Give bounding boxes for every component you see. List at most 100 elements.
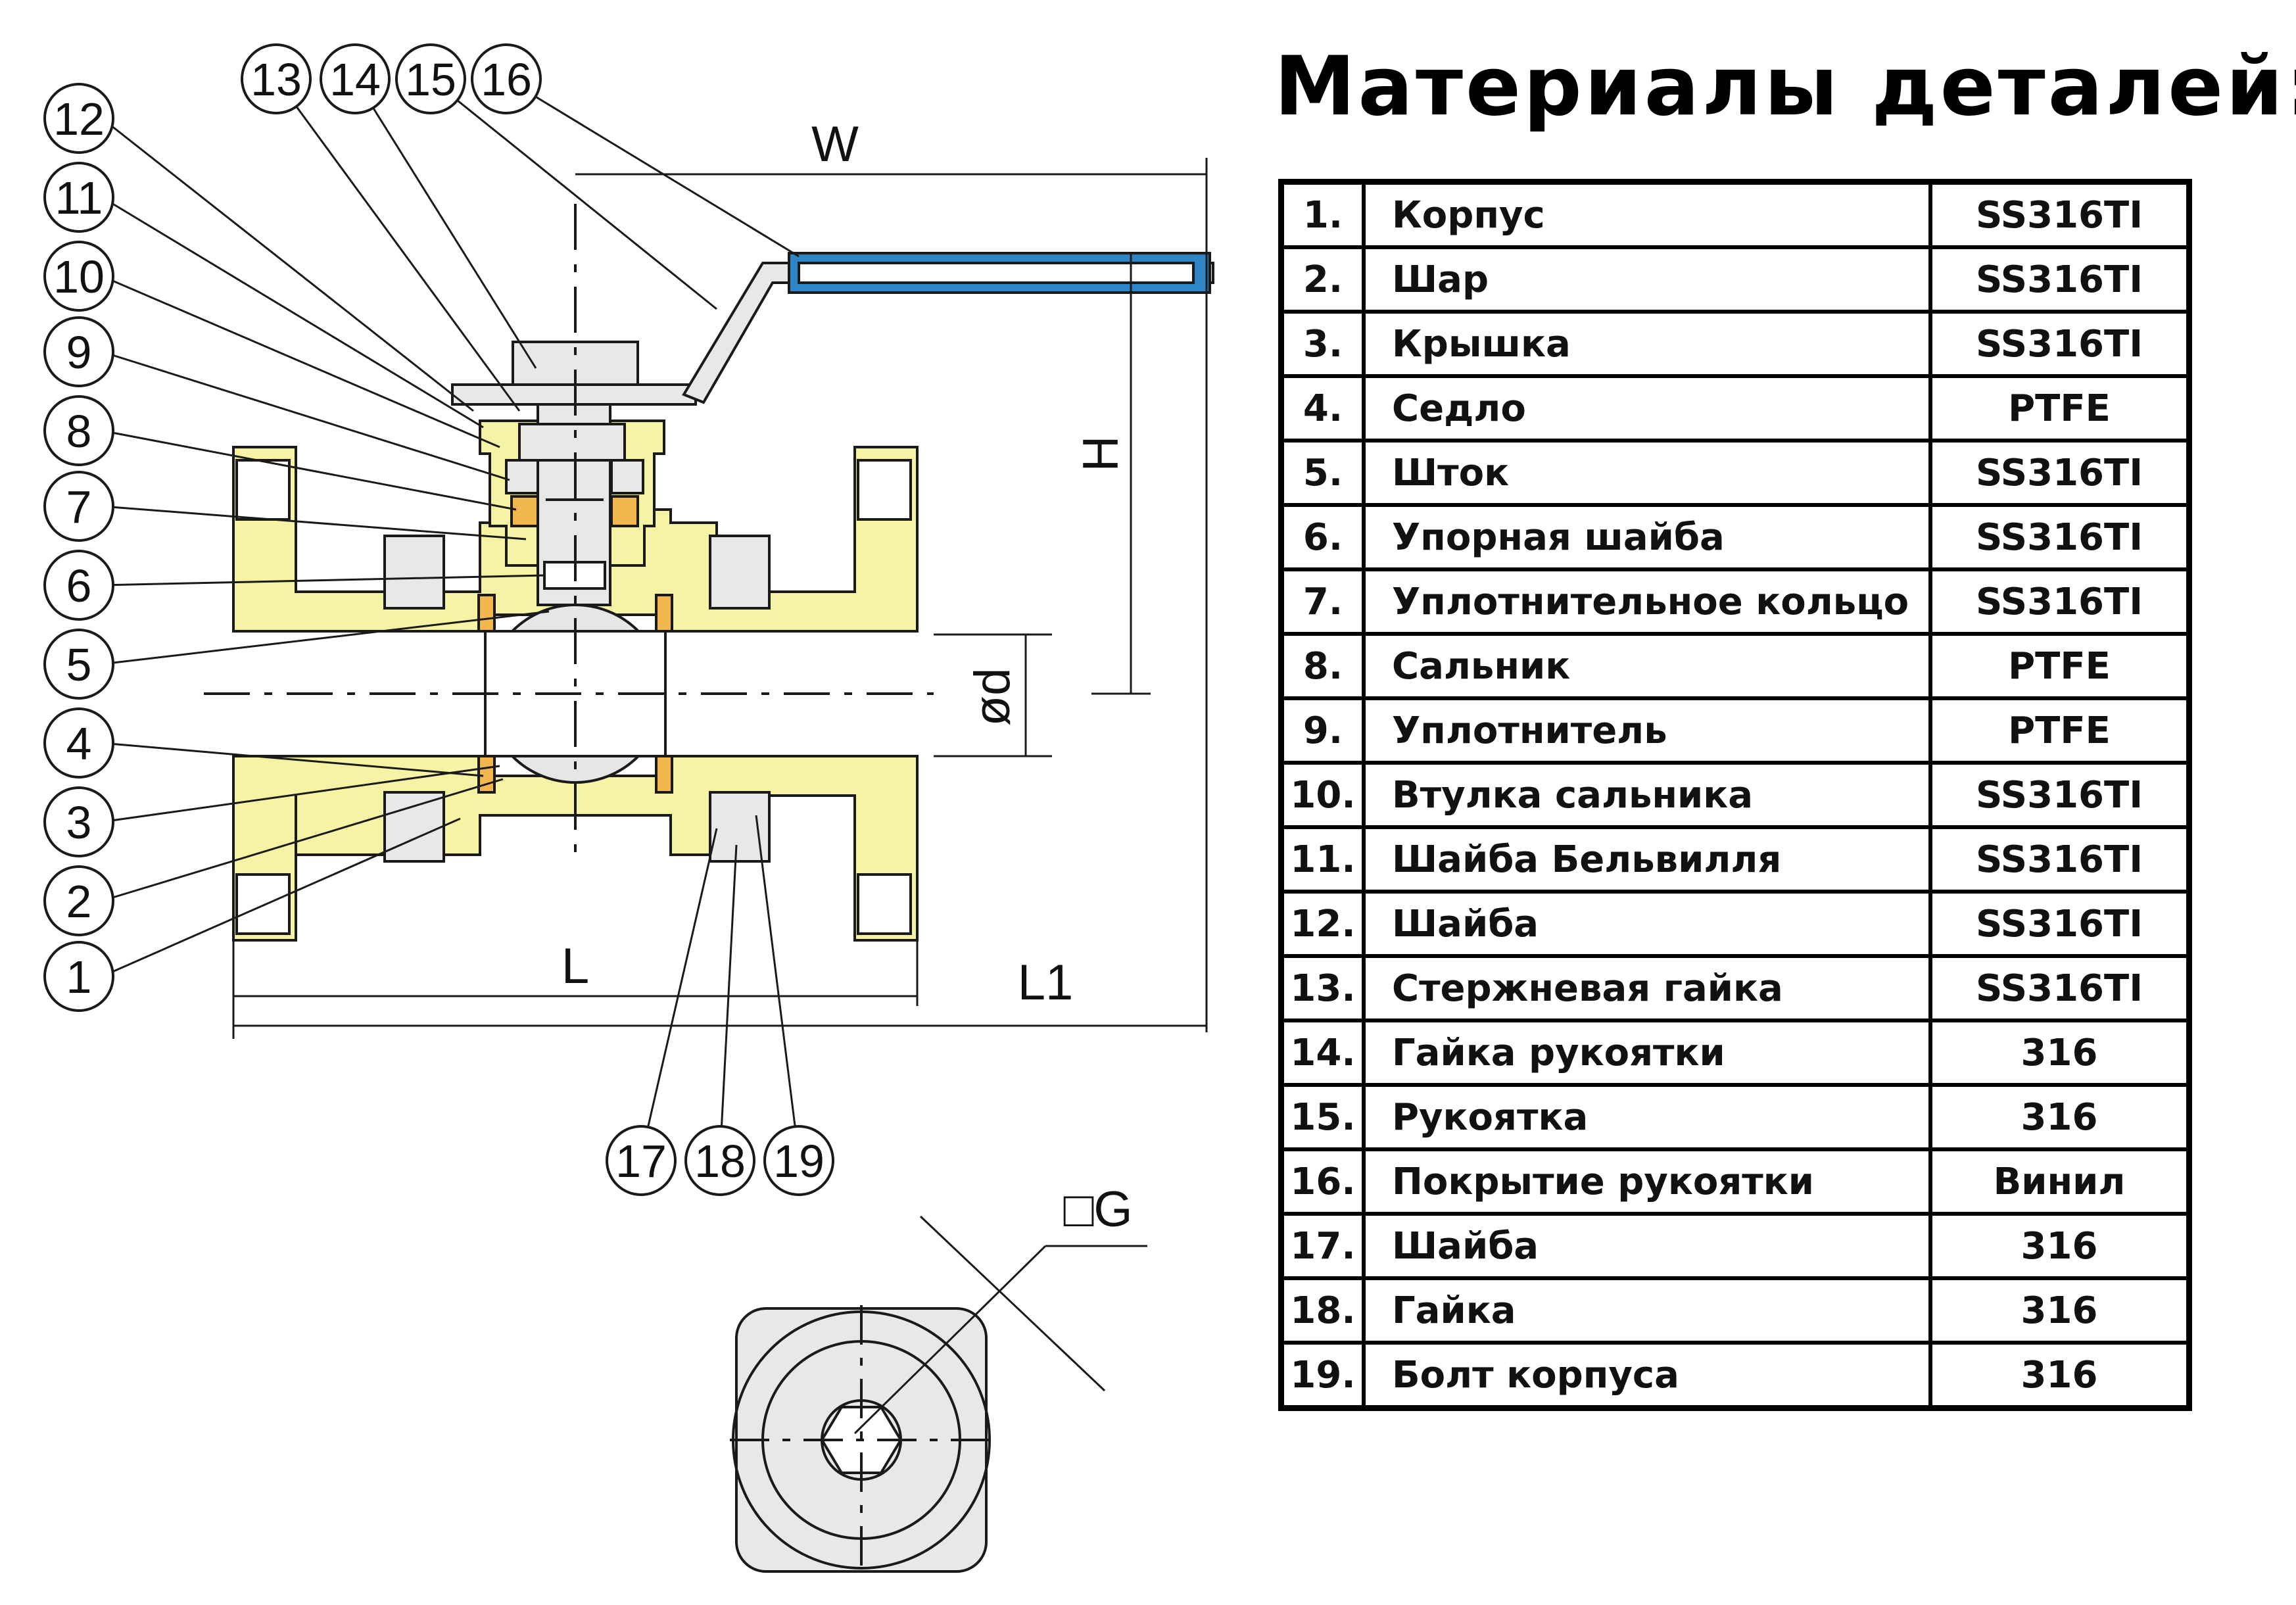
parts-num-cell: 8. — [1279, 632, 1366, 700]
parts-name-cell: Уплотнительное кольцо — [1362, 567, 1932, 636]
parts-material-cell: PTFE — [1928, 632, 2191, 700]
callout-3: 3 — [43, 786, 114, 857]
page-title: Материалы деталей: — [1274, 39, 2296, 134]
callout-circle — [43, 83, 114, 154]
parts-name-cell: Гайка — [1362, 1276, 1932, 1345]
callout-circle — [43, 395, 114, 466]
callout-15: 15 — [395, 43, 466, 114]
callout-circle — [43, 241, 114, 312]
parts-num-cell: 6. — [1279, 503, 1366, 571]
parts-num-cell: 18. — [1279, 1276, 1366, 1345]
parts-num-cell: 3. — [1279, 310, 1366, 378]
parts-material-cell: PTFE — [1928, 374, 2191, 443]
body-bolt-upper-right — [709, 535, 771, 610]
callout-17: 17 — [606, 1125, 677, 1196]
dim-l1-label: L1 — [1018, 955, 1074, 1011]
callout-circle — [43, 786, 114, 857]
callout-circle — [684, 1125, 755, 1196]
callout-leaders — [101, 78, 800, 1158]
parts-name-cell: Сальник — [1362, 632, 1932, 700]
parts-name-cell: Гайка рукоятки — [1362, 1018, 1932, 1087]
parts-material-cell: 316 — [1928, 1276, 2191, 1345]
parts-name-cell: Стержневая гайка — [1362, 954, 1932, 1022]
callout-8: 8 — [43, 395, 114, 466]
callout-13: 13 — [241, 43, 312, 114]
body-bolt-lower-right — [709, 791, 771, 863]
callout-number: 17 — [615, 1136, 667, 1187]
parts-num-cell: 11. — [1279, 825, 1366, 894]
callout-circle — [43, 162, 114, 233]
callout-14: 14 — [320, 43, 391, 114]
seat-lower-right — [655, 755, 673, 794]
parts-material-cell: SS316TI — [1928, 245, 2191, 314]
center-lines — [204, 204, 934, 855]
callout-number: 8 — [66, 406, 92, 457]
callout-19: 19 — [763, 1125, 834, 1196]
dim-d-label: ød — [965, 668, 1020, 727]
callout-11: 11 — [43, 162, 114, 233]
parts-material-cell: 316 — [1928, 1341, 2191, 1410]
callout-number: 7 — [66, 481, 92, 533]
callout-circle — [43, 941, 114, 1012]
parts-material-cell: SS316TI — [1928, 825, 2191, 894]
callout-circle — [43, 550, 114, 621]
parts-material-cell: SS316TI — [1928, 954, 2191, 1022]
dim-g-label: □G — [1063, 1182, 1132, 1237]
parts-num-cell: 19. — [1279, 1341, 1366, 1410]
callout-6: 6 — [43, 550, 114, 621]
callout-circle — [320, 43, 391, 114]
parts-name-cell: Корпус — [1362, 180, 1932, 249]
seat-lower-left — [477, 755, 496, 794]
parts-num-cell: 10. — [1279, 761, 1366, 829]
parts-material-cell: SS316TI — [1928, 439, 2191, 507]
callout-number: 18 — [694, 1136, 746, 1187]
callout-circle — [43, 865, 114, 936]
callout-number: 15 — [405, 54, 456, 105]
parts-name-cell: Шар — [1362, 245, 1932, 314]
callout-circle — [763, 1125, 834, 1196]
parts-num-cell: 16. — [1279, 1147, 1366, 1216]
parts-material-cell: SS316TI — [1928, 180, 2191, 249]
callout-number: 1 — [66, 951, 92, 1003]
callout-circle — [43, 471, 114, 542]
parts-material-cell: SS316TI — [1928, 310, 2191, 378]
callout-number: 11 — [55, 172, 103, 224]
parts-name-cell: Болт корпуса — [1362, 1341, 1932, 1410]
parts-name-cell: Шайба — [1362, 890, 1932, 958]
callout-10: 10 — [43, 241, 114, 312]
parts-name-cell: Покрытие рукоятки — [1362, 1147, 1932, 1216]
callout-number: 14 — [329, 54, 381, 105]
parts-num-cell: 12. — [1279, 890, 1366, 958]
dim-h-label: H — [1073, 436, 1129, 472]
parts-material-cell: PTFE — [1928, 696, 2191, 765]
parts-num-cell: 15. — [1279, 1083, 1366, 1151]
parts-num-cell: 5. — [1279, 439, 1366, 507]
callout-4: 4 — [43, 707, 114, 779]
parts-name-cell: Упорная шайба — [1362, 503, 1932, 571]
seat-upper-right — [655, 594, 673, 633]
callout-number: 4 — [66, 718, 92, 769]
parts-num-cell: 2. — [1279, 245, 1366, 314]
parts-name-cell: Втулка сальника — [1362, 761, 1932, 829]
parts-num-cell: 7. — [1279, 567, 1366, 636]
callout-number: 13 — [251, 54, 302, 105]
callout-circle — [43, 629, 114, 700]
callout-circle — [43, 316, 114, 387]
parts-name-cell: Шайба Бельвилля — [1362, 825, 1932, 894]
parts-num-cell: 1. — [1279, 180, 1366, 249]
parts-name-cell: Шайба — [1362, 1212, 1932, 1280]
parts-name-cell: Крышка — [1362, 310, 1932, 378]
parts-material-cell: 316 — [1928, 1212, 2191, 1280]
